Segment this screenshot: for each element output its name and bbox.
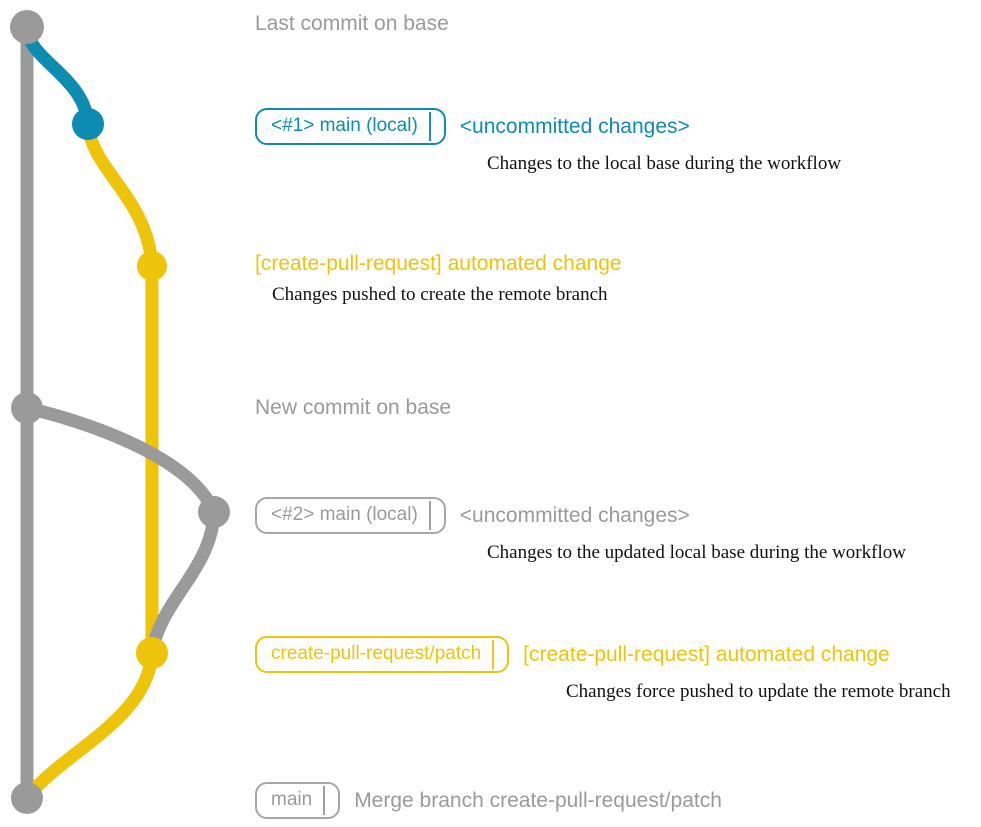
ref-tag-remote-patch[interactable]: create-pull-request/patch <box>255 636 510 673</box>
row-new-commit-on-base: New commit on base <box>255 396 451 420</box>
row-local-uncommitted-1: <#1> main (local) <uncommitted changes> … <box>255 108 841 175</box>
commit-subject: [create-pull-request] automated change <box>255 252 622 275</box>
commit-subject: Last commit on base <box>255 12 449 35</box>
commit-subject: Merge branch create-pull-request/patch <box>354 788 722 812</box>
ref-tag-main[interactable]: main <box>255 782 341 819</box>
commit-node-base-merge[interactable] <box>11 782 43 814</box>
branch-line-force-push <box>145 505 221 660</box>
ref-tag-local-1[interactable]: <#1> main (local) <box>255 108 446 145</box>
git-graph <box>10 10 230 814</box>
branch-line-local-2 <box>20 401 221 519</box>
branch-line-local-1 <box>20 23 95 131</box>
branch-line-merge <box>20 646 159 805</box>
row-local-uncommitted-2: <#2> main (local) <uncommitted changes> … <box>255 497 906 564</box>
ref-tag-local-2[interactable]: <#2> main (local) <box>255 497 446 534</box>
commit-node-base-last[interactable] <box>10 10 44 44</box>
commit-note: Changes force pushed to update the remot… <box>566 681 951 702</box>
commit-node-remote-1[interactable] <box>137 251 167 281</box>
row-automated-change-1: [create-pull-request] automated change C… <box>255 252 622 306</box>
commit-node-local-1[interactable] <box>72 108 104 140</box>
commit-subject: New commit on base <box>255 396 452 419</box>
commit-subject: <uncommitted changes> <box>459 114 690 138</box>
commit-subject: <uncommitted changes> <box>459 503 690 527</box>
commit-note: Changes to the updated local base during… <box>487 542 906 563</box>
commit-node-base-new[interactable] <box>11 392 43 424</box>
row-automated-change-2: create-pull-request/patch [create-pull-r… <box>255 636 951 703</box>
commit-node-local-2[interactable] <box>198 496 230 528</box>
commit-note: Changes to the local base during the wor… <box>487 153 842 174</box>
row-last-commit-on-base: Last commit on base <box>255 12 449 36</box>
commit-note: Changes pushed to create the remote bran… <box>272 284 608 305</box>
commit-subject: [create-pull-request] automated change <box>523 642 890 666</box>
commit-node-remote-2[interactable] <box>136 637 168 669</box>
branch-line-remote-create <box>81 117 159 660</box>
row-merge-commit: main Merge branch create-pull-request/pa… <box>255 782 722 819</box>
